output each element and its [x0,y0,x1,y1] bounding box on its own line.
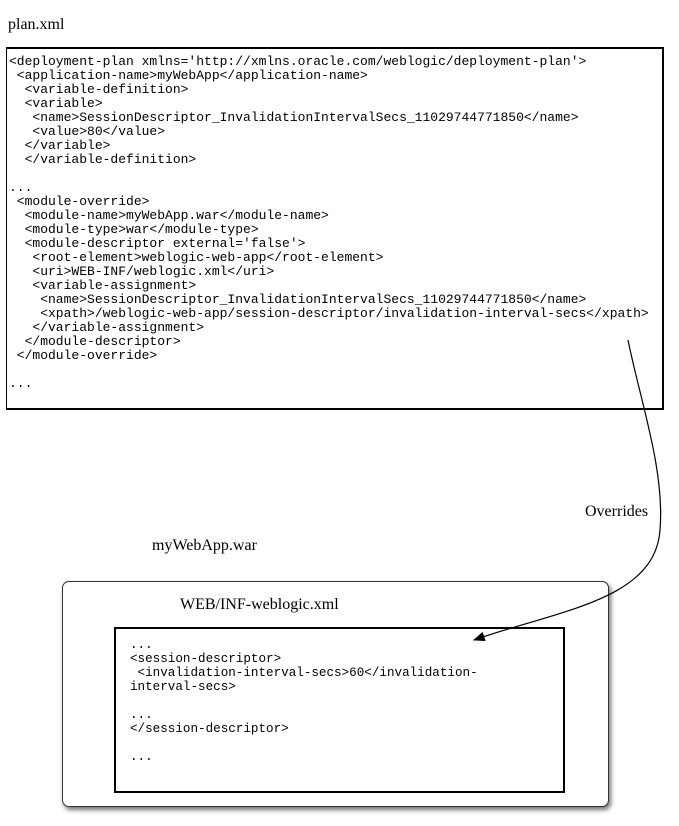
plan-xml-title: plan.xml [8,16,65,33]
war-title: myWebApp.war [152,537,257,554]
overrides-arrow-line [472,339,662,641]
weblogic-xml-code: ... <session-descriptor> <invalidation-i… [130,638,478,764]
plan-xml-code: <deployment-plan xmlns='http://xmlns.ora… [9,54,649,391]
overrides-label: Overrides [585,503,649,520]
weblogic-xml-box: ... <session-descriptor> <invalidation-i… [114,627,565,793]
plan-xml-box: <deployment-plan xmlns='http://xmlns.ora… [6,47,664,410]
descriptor-title: WEB/INF-weblogic.xml [180,596,339,613]
